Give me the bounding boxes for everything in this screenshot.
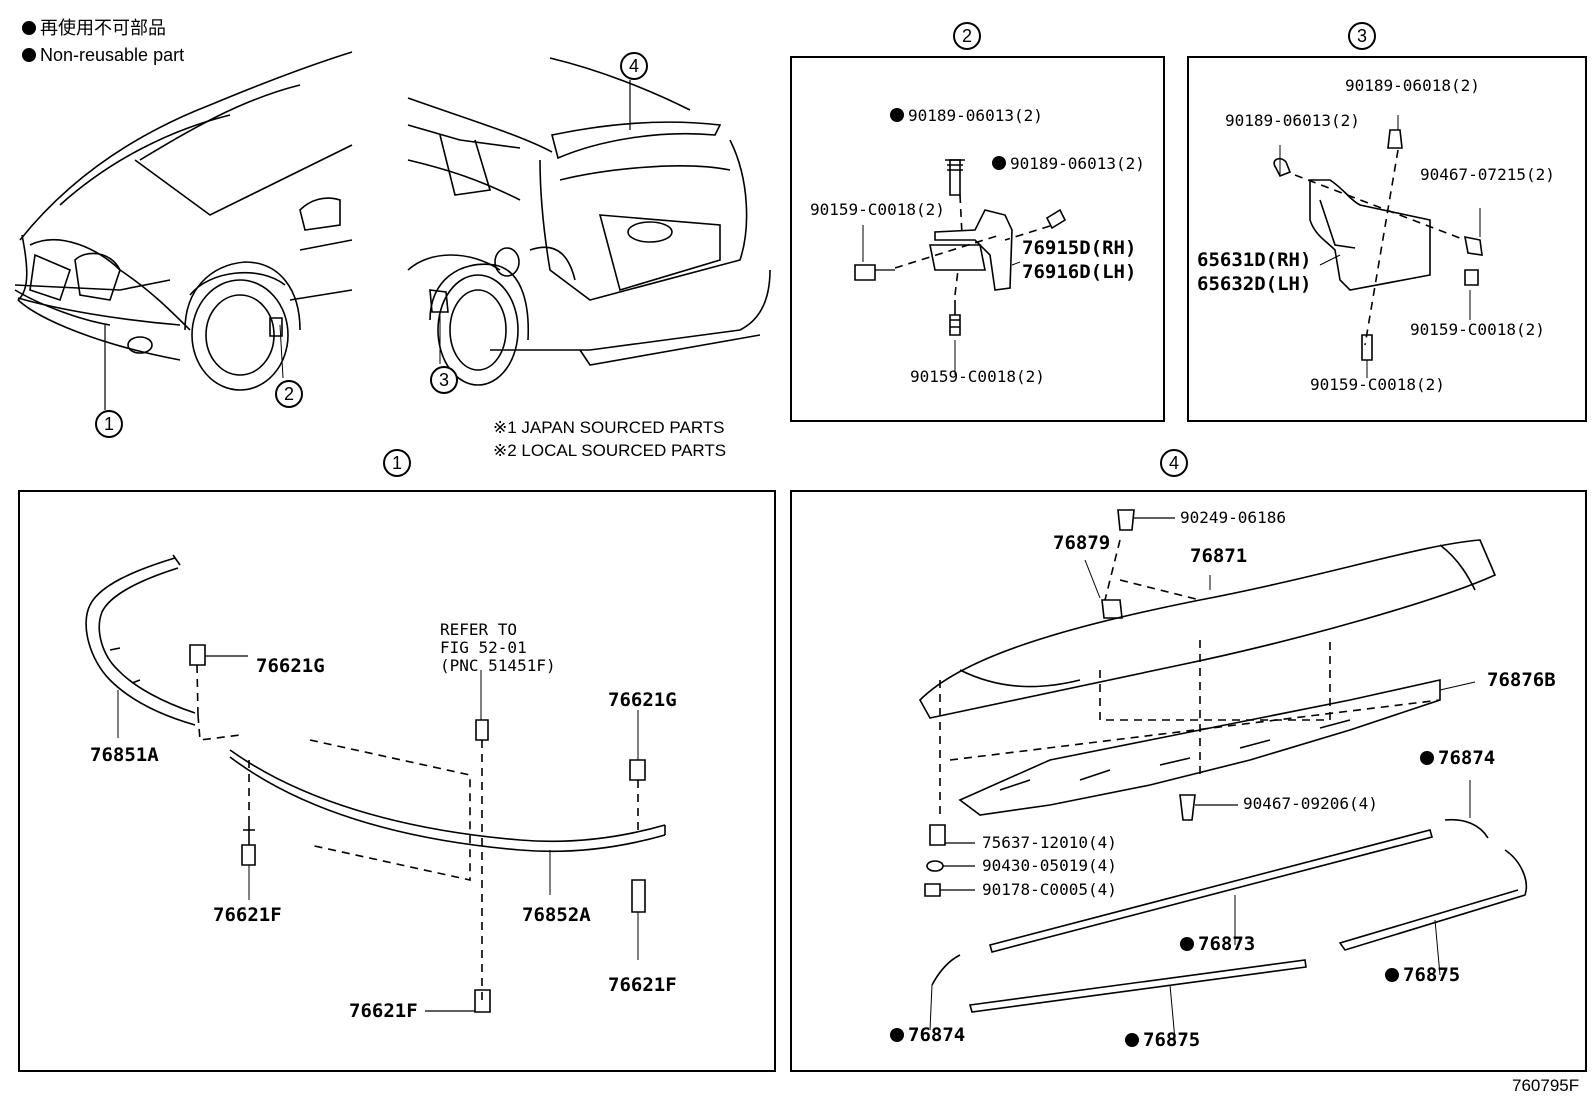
- p4-clip-top[interactable]: 90249-06186: [1180, 508, 1286, 527]
- p2-part-rh[interactable]: 76915D(RH): [1022, 237, 1137, 259]
- callout-4-header[interactable]: 4: [1160, 449, 1188, 477]
- p1-molding-upper[interactable]: 76851A: [90, 744, 159, 766]
- figure-id: 760795F: [1512, 1076, 1580, 1095]
- p3-part-lh[interactable]: 65632D(LH): [1197, 273, 1312, 295]
- legend-en: Non-reusable part: [22, 45, 184, 65]
- p3-bolt-right[interactable]: 90467-07215(2): [1420, 165, 1555, 184]
- p4-spoiler[interactable]: 76871: [1190, 545, 1248, 567]
- panel-2-fender-flap: [790, 56, 1165, 422]
- p4-bracket[interactable]: 76876B: [1487, 669, 1556, 691]
- p4-tape-a[interactable]: 76874: [1420, 748, 1495, 768]
- non-reusable-dot-icon: [1420, 751, 1434, 765]
- non-reusable-dot-icon: [22, 21, 36, 35]
- p4-clip[interactable]: 76879: [1053, 532, 1111, 554]
- callout-4-overview[interactable]: 4: [620, 52, 648, 80]
- non-reusable-dot-icon: [890, 1028, 904, 1042]
- note-japan-sourced: ※1 JAPAN SOURCED PARTS: [493, 418, 725, 437]
- callout-2-overview[interactable]: 2: [275, 380, 303, 408]
- panel-3-mudguard: [1187, 56, 1587, 422]
- p1-refer-line3[interactable]: (PNC 51451F): [440, 656, 556, 675]
- panel1-drawing: [85, 554, 666, 1013]
- legend-jp: 再使用不可部品: [22, 18, 166, 38]
- rear-car-illustration: [407, 57, 771, 386]
- p4-tape-c[interactable]: 76875: [1385, 965, 1460, 985]
- callout-1-header[interactable]: 1: [383, 449, 411, 477]
- panel-1-bumper-molding: [18, 490, 776, 1072]
- p1-refer-line2: FIG 52-01: [440, 638, 527, 657]
- panel3-drawing: [1273, 115, 1483, 378]
- p1-molding-lower[interactable]: 76852A: [522, 904, 591, 926]
- panel2-drawing: [854, 159, 1067, 375]
- p3-part-rh[interactable]: 65631D(RH): [1197, 249, 1312, 271]
- front-car-illustration: [14, 51, 353, 410]
- non-reusable-dot-icon: [890, 108, 904, 122]
- p2-screw-bottom[interactable]: 90159-C0018(2): [910, 367, 1045, 386]
- p2-part-lh[interactable]: 76916D(LH): [1022, 261, 1137, 283]
- p4-nut[interactable]: 90178-C0005(4): [982, 880, 1117, 899]
- p3-clip-left[interactable]: 90189-06013(2): [1225, 111, 1360, 130]
- p2-screw-left[interactable]: 90159-C0018(2): [810, 200, 945, 219]
- p4-washer[interactable]: 90430-05019(4): [982, 856, 1117, 875]
- p4-bolt[interactable]: 75637-12010(4): [982, 833, 1117, 852]
- panel-4-rear-spoiler: [790, 490, 1587, 1072]
- non-reusable-dot-icon: [1180, 937, 1194, 951]
- p4-tape-e[interactable]: 76875: [1125, 1030, 1200, 1050]
- callout-3-header[interactable]: 3: [1348, 22, 1376, 50]
- p1-screw-center[interactable]: 76621F: [349, 1000, 418, 1022]
- panel4-drawing: [919, 509, 1527, 1041]
- callout-3-overview[interactable]: 3: [430, 366, 458, 394]
- p4-tape-d[interactable]: 76874: [890, 1025, 965, 1045]
- p3-screw-bottom[interactable]: 90159-C0018(2): [1310, 375, 1445, 394]
- p4-clip-center[interactable]: 90467-09206(4): [1243, 794, 1378, 813]
- non-reusable-dot-icon: [1125, 1033, 1139, 1047]
- p1-screw-left[interactable]: 76621F: [213, 904, 282, 926]
- p3-clip-top[interactable]: 90189-06018(2): [1345, 76, 1480, 95]
- p1-nut-right[interactable]: 76621G: [608, 689, 677, 711]
- p1-nut-left[interactable]: 76621G: [256, 655, 325, 677]
- note-local-sourced: ※2 LOCAL SOURCED PARTS: [493, 441, 727, 460]
- callout-2-header[interactable]: 2: [953, 22, 981, 50]
- p4-tape-b[interactable]: 76873: [1180, 934, 1255, 954]
- callout-1-overview[interactable]: 1: [95, 410, 123, 438]
- p3-screw-right[interactable]: 90159-C0018(2): [1410, 320, 1545, 339]
- non-reusable-dot-icon: [1385, 968, 1399, 982]
- p2-clip-right[interactable]: 90189-06013(2): [992, 154, 1145, 174]
- p1-screw-right[interactable]: 76621F: [608, 974, 677, 996]
- non-reusable-dot-icon: [22, 48, 36, 62]
- p1-refer-line1: REFER TO: [440, 620, 518, 639]
- p2-clip-top[interactable]: 90189-06013(2): [890, 106, 1043, 126]
- non-reusable-dot-icon: [992, 156, 1006, 170]
